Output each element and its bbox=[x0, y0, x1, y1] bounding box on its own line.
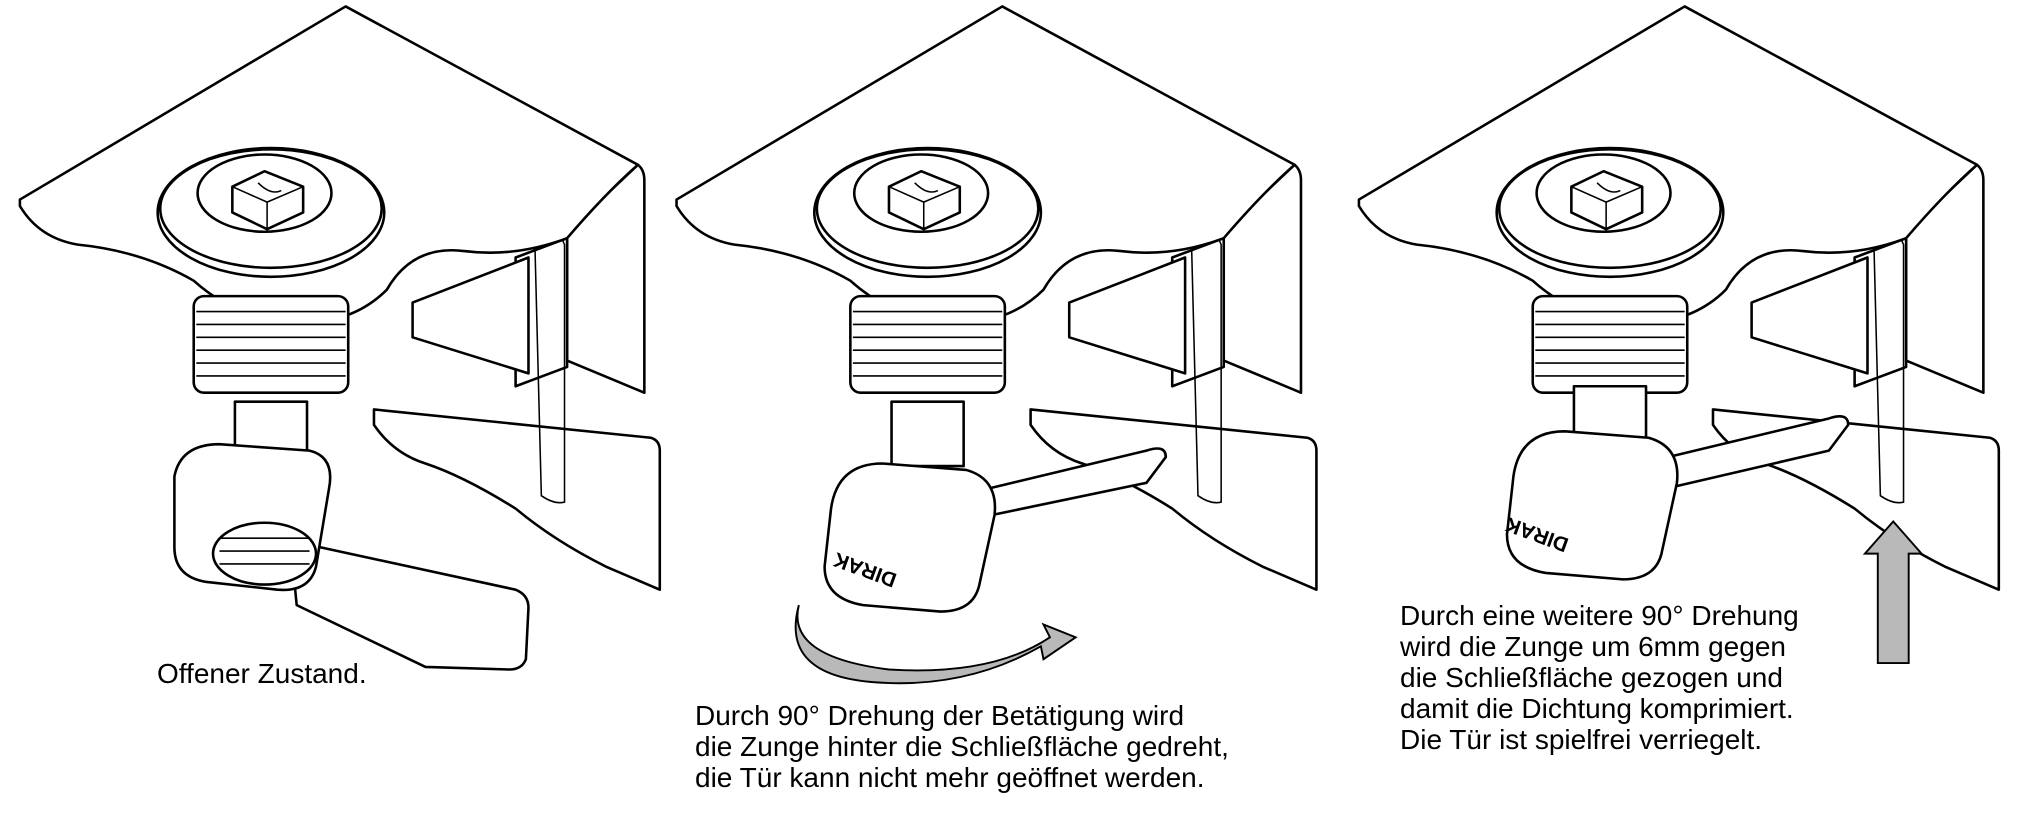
lock-assembly bbox=[1357, 5, 2001, 591]
cam-housing bbox=[1505, 430, 1679, 581]
caption-line: Durch eine weitere 90° Drehung bbox=[1400, 600, 1799, 631]
shaft bbox=[890, 400, 965, 468]
caption-line: die Tür kann nicht mehr geöffnet werden. bbox=[695, 762, 1205, 793]
caption-line: die Schließfläche gezogen und bbox=[1400, 662, 1783, 693]
lock-assembly bbox=[18, 5, 662, 591]
up-arrow-icon bbox=[1862, 519, 1924, 665]
caption-line: Durch 90° Drehung der Betätigung wird bbox=[695, 700, 1185, 731]
caption-line: Die Tür ist spielfrei verriegelt. bbox=[1400, 724, 1763, 755]
panel-rotated-90: DIRAK bbox=[675, 5, 1318, 685]
cam-tongue bbox=[984, 447, 1168, 517]
panel-locked: DIRAK bbox=[1357, 5, 2001, 665]
rotation-arrow-icon bbox=[794, 604, 1078, 685]
caption-line: wird die Zunge um 6mm gegen bbox=[1400, 631, 1786, 662]
caption-line: die Zunge hinter die Schließfläche gedre… bbox=[695, 731, 1229, 762]
panel-open-state bbox=[18, 5, 662, 671]
shaft bbox=[1572, 384, 1648, 440]
caption-open-state: Offener Zustand. bbox=[157, 658, 367, 689]
cam-tongue bbox=[1666, 415, 1850, 488]
cam-tongue bbox=[288, 539, 530, 671]
cam-housing bbox=[823, 462, 997, 613]
caption-line: damit die Dichtung komprimiert. bbox=[1400, 693, 1794, 724]
nut bbox=[211, 521, 318, 586]
